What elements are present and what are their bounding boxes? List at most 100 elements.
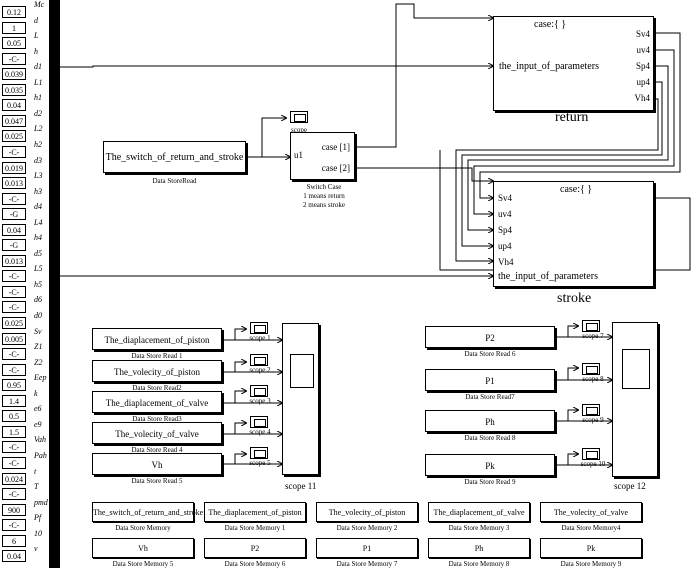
constant-block[interactable]: 0.005 <box>2 332 26 345</box>
constant-block[interactable]: 1 <box>2 21 26 34</box>
constant-block[interactable]: 0.025 <box>2 317 26 329</box>
constant-block[interactable]: 0.04 <box>2 223 26 236</box>
constant-block[interactable]: 0.013 <box>2 177 26 190</box>
constant-block[interactable]: -G <box>2 239 26 252</box>
stroke-input-port: the_input_of_parameters <box>498 271 598 282</box>
constant-block[interactable]: -C- <box>2 285 26 298</box>
constant-block[interactable]: 0.025 <box>2 130 26 143</box>
constant-signal-label: d6 <box>34 295 42 305</box>
constant-signal-label: h4 <box>34 233 42 243</box>
constant-block[interactable]: 0.039 <box>2 68 26 81</box>
constant-block[interactable]: 900 <box>2 503 26 516</box>
constant-signal-label: k <box>34 388 38 398</box>
data-store-memory[interactable]: Ph <box>428 538 530 558</box>
scope-icon[interactable] <box>250 416 268 428</box>
data-store-memory[interactable]: Pk <box>540 538 642 558</box>
data-store-read[interactable]: The_volecity_of_valve <box>92 422 222 444</box>
constant-block[interactable]: -C- <box>2 488 26 501</box>
data-store-memory-caption: Data Store Memory4 <box>561 524 621 532</box>
constant-block[interactable]: -C- <box>2 348 26 361</box>
return-subsystem[interactable]: case:{ } the_input_of_parameters Sv4 uv4… <box>493 16 654 111</box>
data-store-memory[interactable]: The_diaplacement_of_valve <box>428 502 530 522</box>
scope-icon[interactable] <box>290 111 308 123</box>
constant-block[interactable]: -C- <box>2 519 26 532</box>
constant-signal-label: h1 <box>34 93 42 103</box>
constant-block[interactable]: 0.019 <box>2 161 26 174</box>
scope-caption: scope 2 <box>249 366 271 374</box>
constant-block[interactable]: 1.4 <box>2 394 26 407</box>
constant-block[interactable]: 0.035 <box>2 83 26 96</box>
scope-caption: scope 8 <box>582 375 604 383</box>
constant-signal-label: v <box>34 544 38 554</box>
scope-icon[interactable] <box>250 447 268 459</box>
constant-block[interactable]: 0.05 <box>2 37 26 50</box>
constant-signal-label: e6 <box>34 404 42 414</box>
constant-block[interactable]: -C- <box>2 192 26 205</box>
scope-icon[interactable] <box>250 354 268 366</box>
data-store-memory[interactable]: The_diaplacement_of_piston <box>204 502 306 522</box>
data-store-memory[interactable]: The_volecity_of_piston <box>316 502 418 522</box>
constant-block[interactable]: 0.04 <box>2 99 26 112</box>
case-1-port: case [1] <box>321 142 350 152</box>
data-store-memory[interactable]: The_switch_of_return_and_stroke <box>92 502 203 522</box>
constant-block[interactable]: -C- <box>2 456 26 469</box>
data-store-memory-caption: Data Store Memory 2 <box>336 524 398 532</box>
constant-block[interactable]: 0.04 <box>2 550 26 563</box>
constant-block[interactable]: 0.95 <box>2 379 26 392</box>
scope-11[interactable] <box>282 323 319 475</box>
constant-signal-label: L2 <box>34 124 43 134</box>
data-store-memory-caption: Data Store Memory 5 <box>112 560 174 568</box>
constant-block[interactable]: 1.5 <box>2 425 26 438</box>
data-store-read[interactable]: P1 <box>425 369 555 391</box>
constant-signal-label: h3 <box>34 186 42 196</box>
scope-icon[interactable] <box>250 322 268 334</box>
scope-icon[interactable] <box>582 320 600 332</box>
data-store-read[interactable]: The_diaplacement_of_piston <box>92 328 222 350</box>
scope-icon[interactable] <box>582 363 600 375</box>
return-case-label: case:{ } <box>534 19 567 30</box>
constant-signal-label: d3 <box>34 155 42 165</box>
scope-icon[interactable] <box>582 448 600 460</box>
data-store-read[interactable]: Vh <box>92 453 222 475</box>
constant-block[interactable]: -C- <box>2 301 26 314</box>
constant-block[interactable]: 0.047 <box>2 114 26 127</box>
scope-12[interactable] <box>612 322 658 477</box>
data-store-read[interactable]: The_volecity_of_piston <box>92 360 222 382</box>
data-store-read[interactable]: P2 <box>425 326 555 348</box>
switch-data-store-read[interactable]: The_switch_of_return_and_stroke <box>103 141 246 173</box>
constant-block[interactable]: 0.12 <box>2 6 26 18</box>
constant-block[interactable]: 0.5 <box>2 410 26 423</box>
mux-bus-bar <box>49 0 60 568</box>
constant-block[interactable]: -G <box>2 208 26 221</box>
data-store-memory[interactable]: P1 <box>316 538 418 558</box>
constant-block[interactable]: -C- <box>2 52 26 65</box>
stroke-case-label: case:{ } <box>560 184 593 195</box>
scope-11-caption: scope 11 <box>285 481 317 491</box>
constant-block[interactable]: 0.024 <box>2 472 26 485</box>
data-store-read[interactable]: Ph <box>425 410 555 432</box>
constant-block[interactable]: -C- <box>2 270 26 283</box>
data-store-memory-caption: Data Store Memory 9 <box>560 560 622 568</box>
data-store-memory[interactable]: P2 <box>204 538 306 558</box>
constant-block[interactable]: 6 <box>2 534 26 547</box>
data-store-read-caption: Data Store Read 8 <box>464 434 516 442</box>
return-port-up4: up4 <box>636 77 651 87</box>
constant-block[interactable]: 0.013 <box>2 254 26 267</box>
constant-block[interactable]: -C- <box>2 145 26 158</box>
stroke-subsystem[interactable]: case:{ } Sv4 uv4 Sp4 up4 Vh4 the_input_o… <box>493 181 654 287</box>
constant-signal-label: Pah <box>34 450 47 460</box>
data-store-read[interactable]: The_diaplacement_of_valve <box>92 391 222 413</box>
constant-signal-label: Z1 <box>34 342 43 352</box>
constant-block[interactable]: -C- <box>2 363 26 376</box>
constant-block[interactable]: -C- <box>2 441 26 454</box>
switch-case-block[interactable]: u1 case [1] case [2] <box>290 132 355 180</box>
data-store-memory[interactable]: The_volecity_of_valve <box>540 502 642 522</box>
data-store-memory[interactable]: Vh <box>92 538 194 558</box>
stroke-port-sv4: Sv4 <box>498 193 513 203</box>
scope-icon[interactable] <box>250 385 268 397</box>
data-store-read[interactable]: Pk <box>425 454 555 476</box>
scope-icon[interactable] <box>582 404 600 416</box>
constant-signal-label: L5 <box>34 264 43 274</box>
